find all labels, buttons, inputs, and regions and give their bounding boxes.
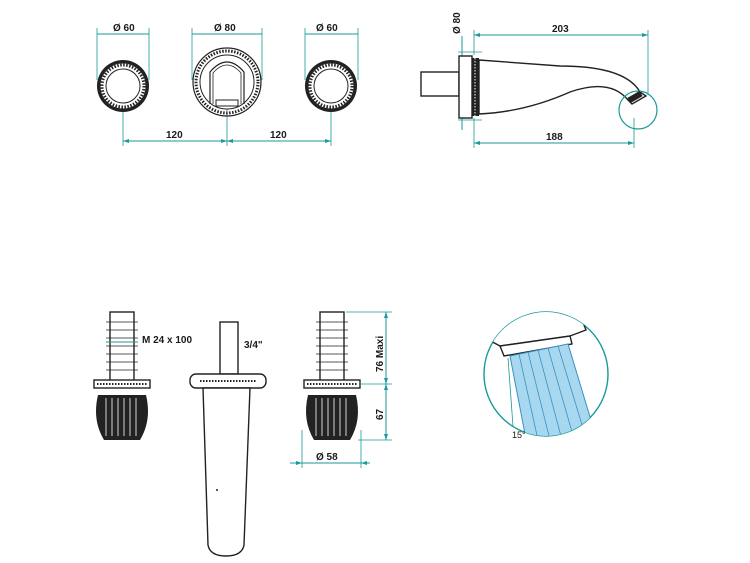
side-diameter-label: Ø 80	[452, 12, 463, 34]
center-diameter-label: Ø 80	[214, 23, 236, 34]
bottom-side-view: M 24 x 100 3/4"	[93, 311, 392, 557]
spout-203-label: 203	[552, 24, 569, 35]
aerator-detail: 15°	[483, 311, 609, 440]
center-spout-rosette	[192, 47, 262, 117]
spout-188-label: 188	[546, 132, 563, 143]
spray-angle-label: 15°	[512, 430, 526, 440]
handle-height-label: 67	[375, 408, 386, 420]
top-front-view: Ø 60 Ø 80 Ø 60 120 120	[96, 23, 359, 146]
right-valve	[303, 311, 361, 440]
left-handle-rosette	[97, 60, 149, 112]
center-spout-body	[189, 321, 267, 557]
thread-spec-label: M 24 x 100	[142, 335, 192, 346]
spacing-left-label: 120	[166, 130, 183, 141]
pipe-thread-label: 3/4"	[244, 340, 263, 351]
bottom-diameter-label: Ø 58	[316, 452, 338, 463]
left-diameter-label: Ø 60	[113, 23, 135, 34]
left-valve	[93, 311, 151, 440]
spacing-right-label: 120	[270, 130, 287, 141]
spout-side-view: Ø 80 203 188	[420, 12, 658, 148]
right-handle-rosette	[305, 60, 357, 112]
right-diameter-label: Ø 60	[316, 23, 338, 34]
max-depth-label: 76 Maxi	[375, 336, 386, 372]
